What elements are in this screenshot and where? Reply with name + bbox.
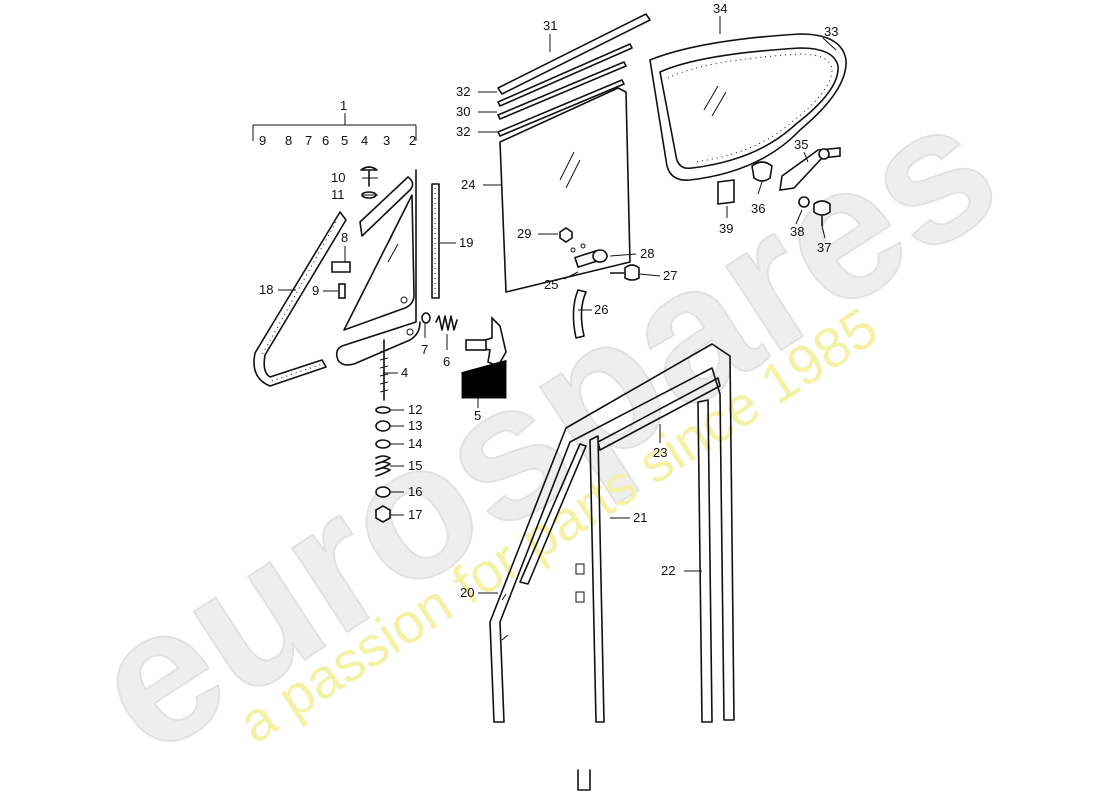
- watermark: eurospares a passion for parts since 198…: [56, 58, 1033, 796]
- callout-33: 33: [824, 24, 838, 39]
- part-20-frame-seal: [489, 343, 735, 723]
- callout-14: 14: [408, 436, 422, 451]
- part-22-channel: [697, 399, 713, 723]
- door-glass-assembly: [497, 13, 651, 339]
- part-2-vent-frame: [335, 169, 421, 366]
- callout-24: 24: [461, 177, 475, 192]
- callout-1: 1: [340, 98, 347, 113]
- part-37-screw: [813, 200, 831, 226]
- part-27-screw: [610, 264, 640, 281]
- callout-30: 30: [456, 104, 470, 119]
- part-19-vertical-seal: [431, 183, 440, 299]
- callout-23: 23: [653, 445, 667, 460]
- part-14-washer: [375, 439, 391, 449]
- callout-10: 10: [331, 170, 345, 185]
- callout-31: 31: [543, 18, 557, 33]
- group-1-bracket: 1 9 8 7 6 5 4 3 2: [252, 98, 417, 148]
- callout-34: 34: [713, 1, 727, 16]
- callout-17: 17: [408, 507, 422, 522]
- group-member-6: 6: [322, 133, 329, 148]
- part-9-pin: [338, 283, 346, 299]
- part-12-washer: [375, 406, 391, 414]
- callout-26: 26: [594, 302, 608, 317]
- part-10-screw: [360, 166, 378, 187]
- group-member-5: 5: [341, 133, 348, 148]
- part-36-knob: [751, 161, 773, 182]
- group-member-4: 4: [361, 133, 368, 148]
- callout-16: 16: [408, 484, 422, 499]
- part-5-shaft: [465, 339, 487, 351]
- part-28-washer: [592, 249, 608, 263]
- callout-8: 8: [341, 230, 348, 245]
- callout-5: 5: [474, 408, 481, 423]
- callout-29: 29: [517, 226, 531, 241]
- part-16-nut: [375, 486, 391, 498]
- callout-6: 6: [443, 354, 450, 369]
- callout-39: 39: [719, 221, 733, 236]
- part-8-pivot-pin: [331, 261, 351, 273]
- callout-38: 38: [790, 224, 804, 239]
- leader-lines: [278, 16, 837, 594]
- part-21-channel: [589, 435, 605, 723]
- callout-7: 7: [421, 342, 428, 357]
- callout-19: 19: [459, 235, 473, 250]
- part-vent-glass: [343, 194, 415, 331]
- callout-25: 25: [544, 277, 558, 292]
- part-20-inner: [519, 443, 587, 585]
- callout-21: 21: [633, 510, 647, 525]
- callout-35: 35: [794, 137, 808, 152]
- callout-37: 37: [817, 240, 831, 255]
- part-18-vent-seal: [253, 211, 347, 387]
- part-39-bracket: [717, 179, 735, 205]
- group-member-8: 8: [285, 133, 292, 148]
- part-33-quarter-seal: [659, 47, 839, 170]
- callout-28: 28: [640, 246, 654, 261]
- part-6-spring: [435, 315, 458, 331]
- part-26-strap: [572, 289, 587, 339]
- callout-9: 9: [312, 283, 319, 298]
- part-32-strip-lower: [497, 79, 625, 137]
- callout-20: 20: [460, 585, 474, 600]
- callout-labels: 10 11 8 9 18 19 7 6 5 4 12 13 14 15 16 1…: [259, 1, 838, 600]
- part-30-strip: [497, 61, 627, 120]
- vent-window-assembly: [253, 166, 507, 523]
- callout-32-lower: 32: [456, 124, 470, 139]
- part-29-nut: [559, 227, 573, 243]
- part-34-quarter-glass: [649, 33, 847, 181]
- group-member-9: 9: [259, 133, 266, 148]
- door-frame-seals: [489, 343, 735, 791]
- callout-13: 13: [408, 418, 422, 433]
- group-member-7: 7: [305, 133, 312, 148]
- callout-4: 4: [401, 365, 408, 380]
- part-17-nut: [375, 505, 391, 523]
- callout-22: 22: [661, 563, 675, 578]
- callout-36: 36: [751, 201, 765, 216]
- group-member-2: 2: [409, 133, 416, 148]
- callout-18: 18: [259, 282, 273, 297]
- callout-12: 12: [408, 402, 422, 417]
- part-38-washer: [798, 196, 810, 208]
- group-member-3: 3: [383, 133, 390, 148]
- callout-11: 11: [331, 187, 345, 202]
- part-24-door-glass: [499, 87, 631, 293]
- part-32-strip-upper: [497, 43, 633, 107]
- part-31-channel: [497, 13, 651, 95]
- callout-27: 27: [663, 268, 677, 283]
- part-23-header: [597, 377, 721, 451]
- part-15-spring: [375, 455, 391, 477]
- callout-15: 15: [408, 458, 422, 473]
- part-3-frame-seal: [359, 176, 414, 237]
- part-13-bushing: [375, 420, 391, 432]
- watermark-brand: eurospares: [57, 59, 1032, 795]
- part-7-ring: [421, 312, 431, 324]
- quarter-window-assembly: [649, 33, 847, 226]
- callout-32-upper: 32: [456, 84, 470, 99]
